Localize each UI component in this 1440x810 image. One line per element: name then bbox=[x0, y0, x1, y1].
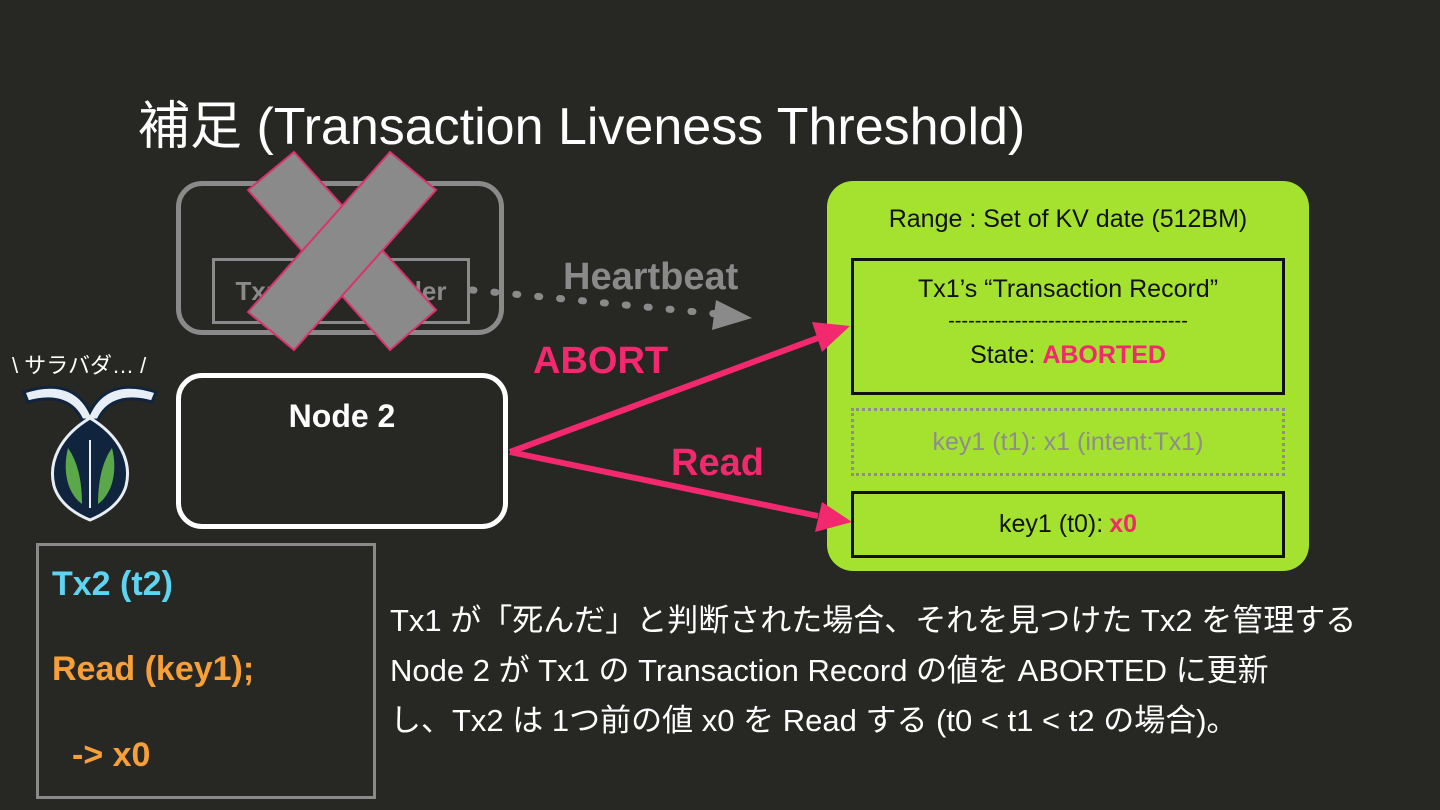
crash-cross-icon bbox=[248, 152, 436, 350]
abort-arrowhead bbox=[812, 322, 850, 352]
read-label: Read bbox=[671, 442, 764, 485]
code-line-read: Read (key1); bbox=[52, 650, 254, 689]
mascot-caption: \ サラバダ… / bbox=[12, 348, 146, 380]
abort-label: ABORT bbox=[533, 340, 668, 383]
read-arrow bbox=[510, 452, 818, 516]
code-line-tx: Tx2 (t2) bbox=[52, 565, 173, 604]
description-line: Tx1 が「死んだ」と判断された場合、それを見つけた Tx2 を管理する bbox=[390, 596, 1430, 646]
read-arrowhead bbox=[815, 502, 852, 532]
code-line-result: -> x0 bbox=[72, 736, 150, 775]
description-line: Node 2 が Tx1 の Transaction Record の値を AB… bbox=[390, 646, 1430, 696]
heartbeat-label: Heartbeat bbox=[563, 256, 738, 299]
heartbeat-arrowhead bbox=[712, 300, 752, 330]
description-text: Tx1 が「死んだ」と判断された場合、それを見つけた Tx2 を管理する Nod… bbox=[390, 596, 1430, 746]
description-line: し、Tx2 は 1つ前の値 x0 を Read する (t0 < t1 < t2… bbox=[390, 696, 1430, 746]
cockroach-logo-icon bbox=[24, 387, 156, 520]
